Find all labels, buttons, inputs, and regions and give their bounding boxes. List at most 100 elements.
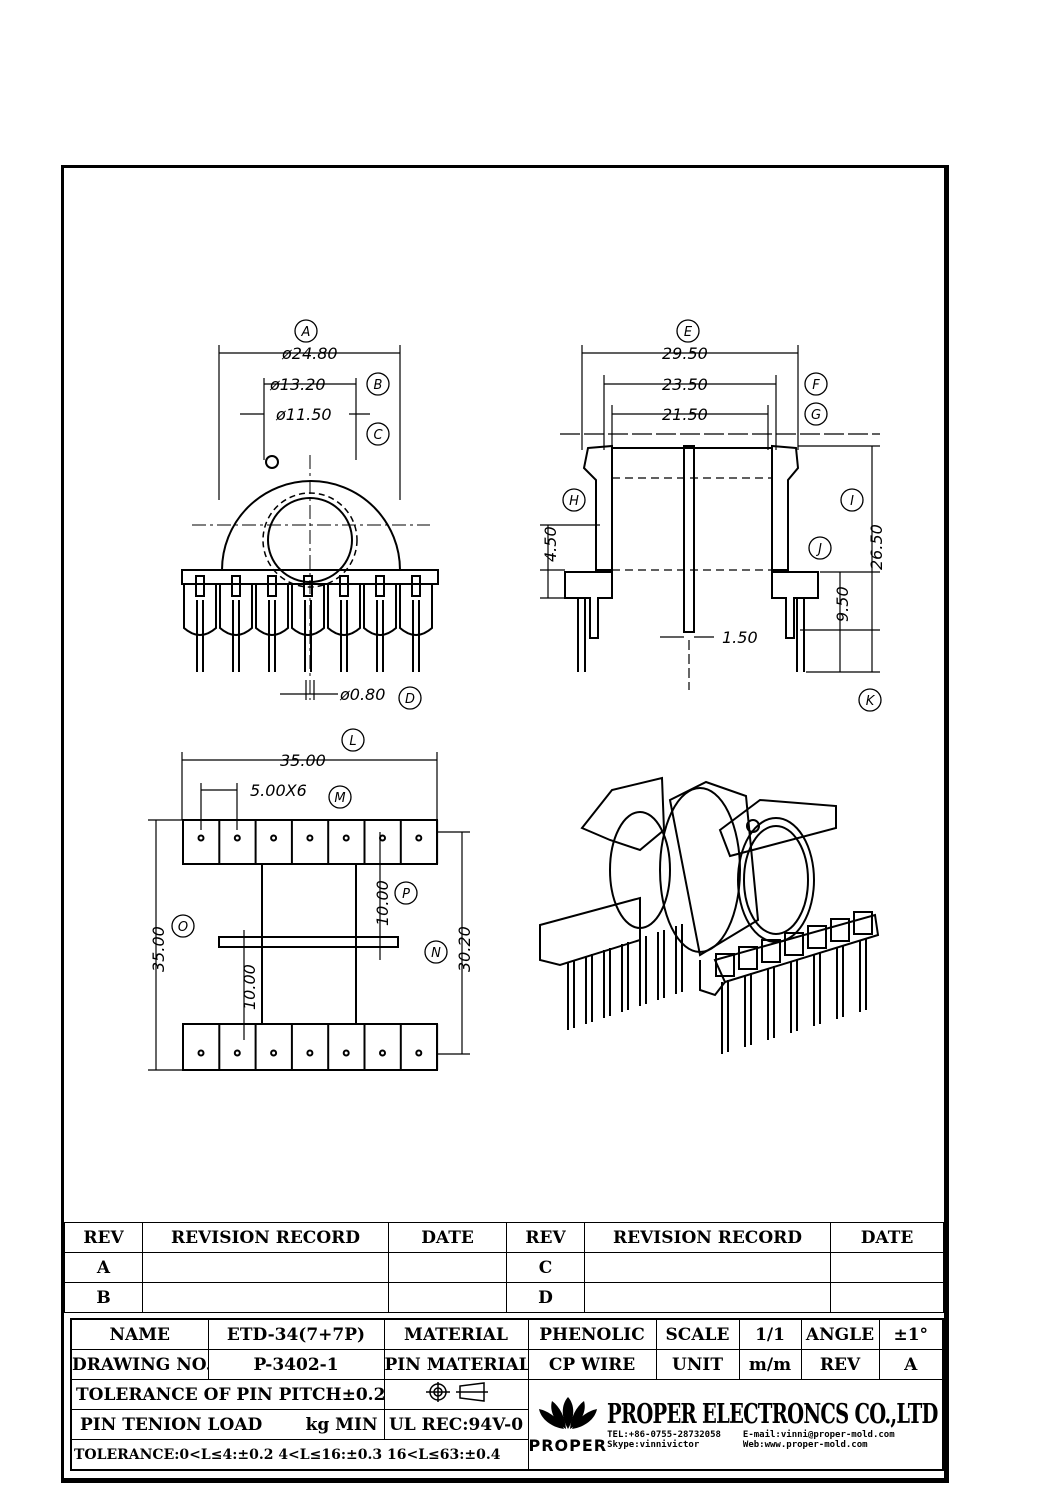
logo-text: PROPER bbox=[528, 1435, 608, 1455]
title-block: NAME ETD-34(7+7P) MATERIAL PHENOLIC SCAL… bbox=[70, 1318, 944, 1471]
pin-slot bbox=[784, 932, 804, 956]
date-header-1: DATE bbox=[388, 1222, 507, 1253]
label-bubble-f bbox=[804, 372, 828, 396]
technical-drawing: ø24.80 ø13.20 ø11.50 ø0.80 29.50 23.50 2… bbox=[148, 319, 886, 1071]
drawing-frame bbox=[61, 165, 949, 1483]
label-g: G bbox=[811, 408, 821, 423]
pin-slot bbox=[761, 939, 781, 963]
label-l: L bbox=[349, 734, 356, 749]
label-b: B bbox=[374, 378, 383, 393]
pin-slot bbox=[339, 575, 349, 597]
label-bubble-i bbox=[840, 488, 864, 512]
dim-m-text: 5.00X6 bbox=[250, 781, 307, 800]
label-bubble-k bbox=[858, 688, 882, 712]
rev-cell: A bbox=[64, 1252, 143, 1283]
date-cell bbox=[830, 1252, 944, 1283]
revision-record-header-1: REVISION RECORD bbox=[142, 1222, 389, 1253]
bottom-view bbox=[182, 819, 439, 1071]
label-f: F bbox=[812, 378, 820, 393]
table-row: A C bbox=[64, 1252, 944, 1283]
rev-header-2: REV bbox=[506, 1222, 585, 1253]
dim-j-text: 9.50 bbox=[833, 586, 852, 622]
pin-hole bbox=[197, 1049, 205, 1057]
rev-label: REV bbox=[800, 1349, 880, 1380]
revision-record-cell bbox=[142, 1252, 389, 1283]
company-web: Web:www.proper-mold.com bbox=[742, 1440, 868, 1450]
rev-cell: D bbox=[506, 1282, 585, 1313]
pin-slot bbox=[830, 918, 850, 942]
isometric-view bbox=[539, 776, 880, 1054]
drawing-no-value: P-3402-1 bbox=[207, 1349, 385, 1380]
drawing-no-label: DRAWING NO. bbox=[70, 1349, 209, 1380]
rev-cell: B bbox=[64, 1282, 143, 1313]
rev-value: A bbox=[878, 1349, 944, 1380]
pin-hole bbox=[233, 834, 241, 842]
dim-c-text: ø11.50 bbox=[275, 405, 332, 424]
date-cell bbox=[830, 1282, 944, 1313]
pin-hole bbox=[379, 1049, 386, 1057]
revision-record-cell bbox=[142, 1282, 389, 1313]
pin-slot bbox=[375, 575, 385, 597]
dim-k-text: 1.50 bbox=[722, 628, 758, 647]
pin-housing bbox=[255, 584, 289, 636]
dim-h-text: 4.50 bbox=[541, 526, 560, 562]
dim-g-text: 21.50 bbox=[662, 405, 708, 424]
label-d: D bbox=[405, 692, 415, 707]
revision-table: REV REVISION RECORD DATE REV REVISION RE… bbox=[64, 1222, 944, 1313]
material-label: MATERIAL bbox=[383, 1318, 529, 1350]
name-value: ETD-34(7+7P) bbox=[207, 1318, 385, 1350]
dim-b-text: ø13.20 bbox=[269, 375, 326, 394]
dim-e-text: 29.50 bbox=[662, 344, 708, 363]
label-n: N bbox=[431, 946, 441, 961]
label-p: P bbox=[402, 887, 410, 902]
pin-housing bbox=[363, 584, 397, 636]
pin-slot bbox=[738, 946, 758, 970]
pin-hole bbox=[342, 1049, 350, 1057]
dim-n-text: 30.20 bbox=[455, 926, 474, 972]
date-cell bbox=[388, 1252, 507, 1283]
label-bubble-m bbox=[328, 785, 352, 809]
company-email: E-mail:vinni@proper-mold.com bbox=[742, 1430, 895, 1440]
company-block: PROPER PROPER ELECTRONCS CO.,LTD TEL:+86… bbox=[527, 1379, 944, 1471]
label-c: C bbox=[373, 428, 383, 443]
label-bubble-p bbox=[394, 881, 418, 905]
pin-housing bbox=[183, 584, 217, 636]
dim-p-text: 10.00 bbox=[373, 880, 392, 926]
company-tel: TEL:+86-0755-28732058 bbox=[607, 1430, 721, 1440]
pin-hole bbox=[306, 834, 314, 842]
side-view bbox=[564, 444, 819, 672]
label-a: A bbox=[301, 325, 311, 340]
pin-slot bbox=[853, 911, 873, 935]
label-bubble-b bbox=[366, 372, 390, 396]
pin-slot bbox=[411, 575, 421, 597]
rev-header-1: REV bbox=[64, 1222, 143, 1253]
projection-symbol bbox=[383, 1379, 529, 1410]
pin-slot bbox=[807, 925, 827, 949]
pin-slot bbox=[303, 575, 313, 597]
pin-slot bbox=[195, 575, 205, 597]
label-bubble-h bbox=[562, 488, 586, 512]
ul-rec: UL REC:94V-0 bbox=[383, 1409, 529, 1440]
label-j: J bbox=[815, 542, 822, 557]
front-view bbox=[181, 455, 439, 700]
angle-value: ±1° bbox=[878, 1318, 944, 1350]
isometric-pins bbox=[567, 911, 873, 1054]
front-pins bbox=[183, 575, 433, 672]
dim-a-text: ø24.80 bbox=[281, 344, 338, 363]
unit-label: UNIT bbox=[655, 1349, 740, 1380]
angle-label: ANGLE bbox=[800, 1318, 880, 1350]
label-m: M bbox=[334, 791, 345, 806]
label-o: O bbox=[178, 920, 188, 935]
pin-hole bbox=[415, 834, 423, 842]
label-bubble-o bbox=[171, 914, 195, 938]
revision-record-cell bbox=[584, 1282, 831, 1313]
pin-tension-load: PIN TENION LOAD bbox=[80, 1414, 263, 1435]
dim-f-text: 23.50 bbox=[662, 375, 708, 394]
dim-o-text: 35.00 bbox=[149, 926, 168, 972]
pin-tension-row: PIN TENION LOAD kg MIN bbox=[70, 1409, 385, 1440]
label-bubble-g bbox=[804, 402, 828, 426]
label-bubble-l bbox=[341, 728, 365, 752]
material-value: PHENOLIC bbox=[527, 1318, 657, 1350]
pin-housing bbox=[291, 584, 325, 636]
